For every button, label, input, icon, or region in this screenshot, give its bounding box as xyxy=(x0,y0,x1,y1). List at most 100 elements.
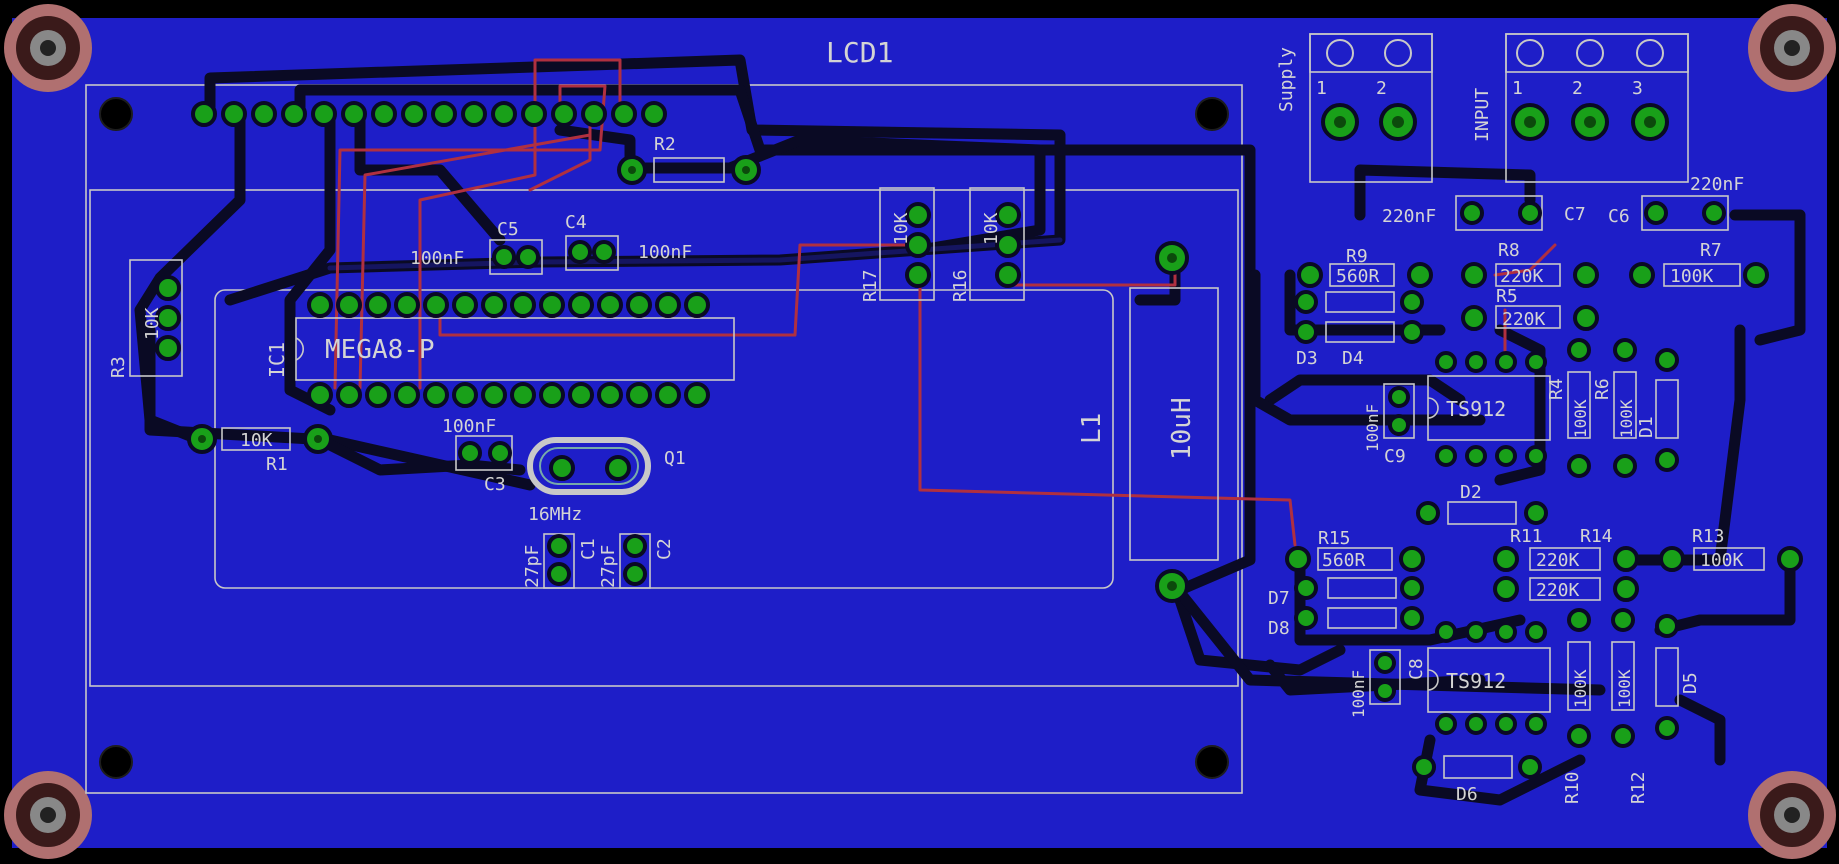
supply-pin1: 1 xyxy=(1316,78,1327,99)
mcu-name: MEGA8-P xyxy=(325,335,435,365)
d8-ref: D8 xyxy=(1268,618,1290,639)
resistor-r11: R11 220K xyxy=(1493,526,1639,572)
r6-value: 100K xyxy=(1617,399,1636,438)
r10-value: 100K xyxy=(1571,669,1590,708)
lcd-label: LCD1 xyxy=(826,36,893,69)
c4-value: 100nF xyxy=(638,242,692,263)
mounting-hole-bottom-right xyxy=(1748,771,1836,859)
diode-d1: D1 xyxy=(1636,348,1679,472)
trimmer-r17: 10K R17 xyxy=(860,187,935,302)
r4-ref: R4 xyxy=(1546,378,1567,400)
capacitor-c1: 27pF C1 xyxy=(522,533,599,589)
capacitor-c4: C4 100nF xyxy=(565,212,692,271)
input-pin3: 3 xyxy=(1632,78,1643,99)
r7-ref: R7 xyxy=(1700,240,1722,261)
r2-ref: R2 xyxy=(654,134,676,155)
d3-ref: D3 xyxy=(1296,348,1318,369)
c9-ref: C9 xyxy=(1384,446,1406,467)
resistor-r9: R9 560R xyxy=(1297,246,1433,288)
d4-ref: D4 xyxy=(1342,348,1364,369)
op2-label: TS912 xyxy=(1446,669,1506,693)
d1-ref: D1 xyxy=(1636,416,1657,438)
r14-value: 220K xyxy=(1536,580,1580,601)
r9-ref: R9 xyxy=(1346,246,1368,267)
r10-ref: R10 xyxy=(1562,771,1583,804)
diode-d4: D4 xyxy=(1294,320,1424,369)
c8-value: 100nF xyxy=(1349,670,1368,718)
drill-centers xyxy=(198,116,1656,591)
r17-ref: R17 xyxy=(860,269,881,302)
r1-ref: R1 xyxy=(266,454,288,475)
diode-d8: D8 xyxy=(1268,606,1424,639)
c2-value: 27pF xyxy=(598,545,619,588)
supply-pin2: 2 xyxy=(1376,78,1387,99)
diode-d6: D6 xyxy=(1412,755,1542,805)
r13-value: 100K xyxy=(1700,550,1744,571)
resistor-r10: 100K R10 xyxy=(1562,608,1591,804)
c8-ref: C8 xyxy=(1406,658,1427,680)
c1-value: 27pF xyxy=(522,545,543,588)
c3-ref: C3 xyxy=(484,474,506,495)
c2-ref: C2 xyxy=(654,538,675,560)
resistor-r8: R8 220K xyxy=(1461,240,1599,288)
q1-value: 16MHz xyxy=(528,504,582,525)
resistor-r7: R7 100K xyxy=(1629,240,1769,288)
d2-ref: D2 xyxy=(1460,482,1482,503)
bottom-traces xyxy=(134,54,1806,806)
c9-value: 100nF xyxy=(1363,404,1382,452)
r6-ref: R6 xyxy=(1592,378,1613,400)
resistor-r14: R14 220K xyxy=(1493,526,1639,602)
r17-value: 10K xyxy=(891,212,912,245)
capacitor-c8: 100nF C8 xyxy=(1349,649,1427,718)
r4-value: 100K xyxy=(1571,399,1590,438)
r12-value: 100K xyxy=(1615,669,1634,708)
r13-ref: R13 xyxy=(1692,526,1725,547)
c7-ref: C7 xyxy=(1564,204,1586,225)
r5-ref: R5 xyxy=(1496,286,1518,307)
r3-value: 10K xyxy=(142,307,163,340)
capacitor-c9: 100nF C9 xyxy=(1363,383,1415,467)
capacitor-c6: C6 220nF xyxy=(1608,174,1744,231)
r16-ref: R16 xyxy=(950,269,971,302)
op1-label: TS912 xyxy=(1446,397,1506,421)
r11-value: 220K xyxy=(1536,550,1580,571)
resistor-r15: R15 560R xyxy=(1285,528,1425,572)
c6-value: 220nF xyxy=(1690,174,1744,195)
d5-ref: D5 xyxy=(1680,672,1701,694)
resistor-r13: R13 100K xyxy=(1659,526,1803,572)
mounting-hole-top-left xyxy=(4,4,92,92)
r5-value: 220K xyxy=(1502,309,1546,330)
input-label: INPUT xyxy=(1472,88,1493,142)
c7-value: 220nF xyxy=(1382,206,1436,227)
resistor-r12: 100K R12 xyxy=(1611,608,1649,804)
mcu-ic1: MEGA8-P IC1 xyxy=(265,292,735,408)
d7-ref: D7 xyxy=(1268,588,1290,609)
resistor-r5: R5 220K xyxy=(1461,286,1599,331)
r16-value: 10K xyxy=(981,212,1002,245)
crystal-q1: Q1 16MHz xyxy=(527,437,686,525)
capacitor-c7: 220nF C7 xyxy=(1382,195,1586,231)
d6-ref: D6 xyxy=(1456,784,1478,805)
input-pin1: 1 xyxy=(1512,78,1523,99)
c5-value: 100nF xyxy=(410,248,464,269)
capacitor-c5: C5 100nF xyxy=(410,219,543,275)
trimmer-r3: 10K R3 xyxy=(108,259,183,378)
mounting-hole-bottom-left xyxy=(4,771,92,859)
resistor-r4: 100K R4 xyxy=(1546,338,1591,478)
r8-ref: R8 xyxy=(1498,240,1520,261)
r11-ref: R11 xyxy=(1510,526,1543,547)
r15-value: 560R xyxy=(1322,550,1366,571)
r12-ref: R12 xyxy=(1628,771,1649,804)
capacitor-c3: 100nF C3 xyxy=(442,416,513,495)
opamp-ts912-2: TS912 xyxy=(1427,621,1551,735)
diode-d5: D5 xyxy=(1655,614,1701,740)
diode-d3: D3 xyxy=(1294,290,1424,369)
capacitor-c2: 27pF C2 xyxy=(598,533,675,589)
opamp-ts912-1: TS912 xyxy=(1427,351,1551,467)
r8-value: 220K xyxy=(1500,266,1544,287)
diode-d2: D2 xyxy=(1416,482,1548,525)
diode-d7: D7 xyxy=(1268,576,1424,609)
c5-ref: C5 xyxy=(497,219,519,240)
l1-value: 10uH xyxy=(1167,397,1197,460)
